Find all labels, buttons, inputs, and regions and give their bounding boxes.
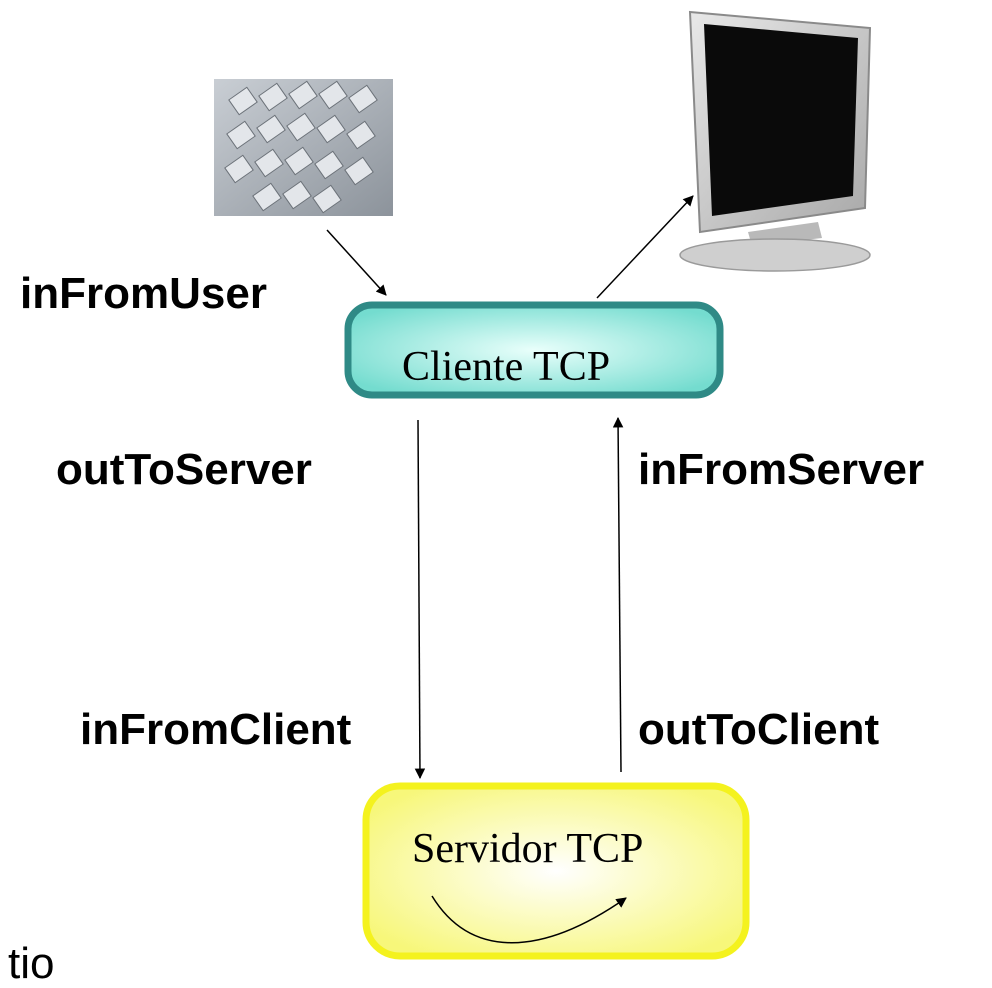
in-from-client-label: inFromClient xyxy=(80,705,352,754)
in-from-user-arrow xyxy=(326,229,387,296)
out-to-server-label: outToServer xyxy=(56,445,312,494)
server-label: Servidor TCP xyxy=(412,826,644,872)
client-box xyxy=(344,301,724,399)
server-box xyxy=(362,782,750,960)
in-from-user-label: inFromUser xyxy=(20,269,267,318)
client-label: Cliente TCP xyxy=(402,344,611,390)
server-loop-arrow xyxy=(431,895,627,944)
in-from-server-label: inFromServer xyxy=(638,445,925,494)
tcp-diagram: inFromUser outToServer inFromServer inFr… xyxy=(8,10,925,986)
diagram-canvas xyxy=(214,10,872,960)
monitor-image xyxy=(679,10,872,272)
partial-text: tio xyxy=(8,939,55,988)
keyboard-image xyxy=(214,79,393,216)
out-to-client-label: outToClient xyxy=(638,705,880,754)
to-monitor-arrow xyxy=(596,195,694,299)
out-to-server-arrow xyxy=(414,419,426,780)
out-to-client-arrow xyxy=(612,416,624,773)
